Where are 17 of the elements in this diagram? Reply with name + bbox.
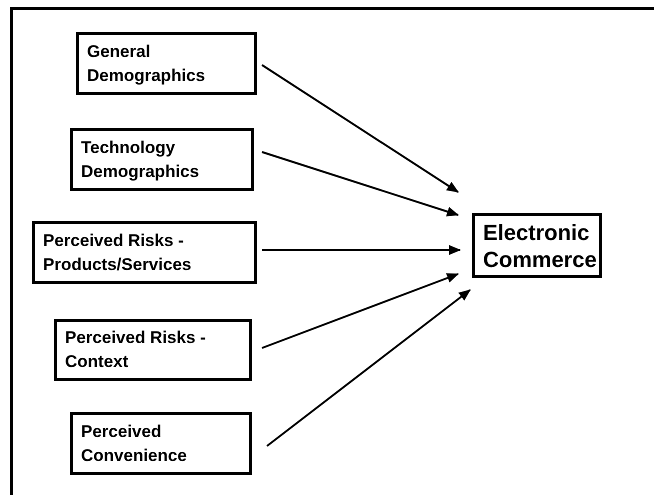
arrow — [261, 64, 459, 193]
arrow — [262, 245, 461, 255]
box-label: Perceived Convenience — [81, 420, 188, 466]
factor-box — [472, 213, 602, 278]
arrow — [262, 151, 459, 216]
factor-box — [32, 221, 257, 284]
box-label: Perceived Risks - Context — [65, 327, 207, 373]
factor-box — [70, 412, 252, 475]
box-label: Perceived Risks - Products/Services — [43, 230, 192, 276]
factor-box — [54, 319, 252, 381]
box-label: Technology Demographics — [81, 136, 200, 183]
factor-box — [70, 128, 254, 191]
arrow — [266, 289, 471, 447]
box-label: General Demographics — [87, 40, 206, 87]
arrow — [262, 273, 459, 349]
box-label: Electronic Commerce — [483, 218, 598, 272]
factor-box — [76, 32, 257, 95]
